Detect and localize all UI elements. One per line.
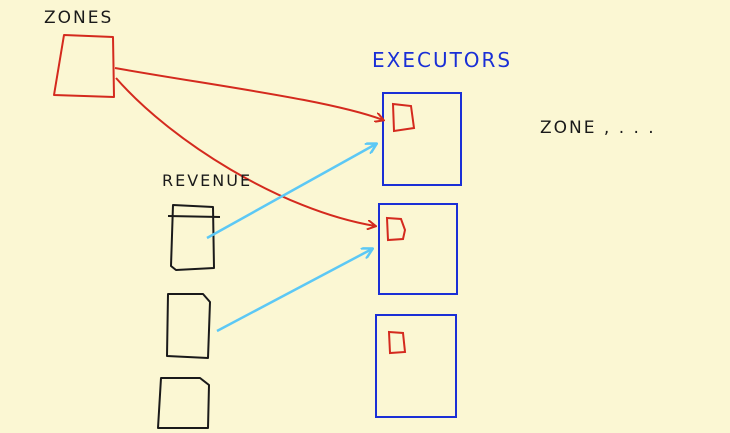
zones-box: [53, 34, 115, 98]
revenue-arrow-to-executor-2: [216, 249, 372, 333]
executor-box-3: [375, 314, 457, 418]
executor-zone-copy-3: [387, 330, 407, 355]
zones-label: ZONES: [44, 8, 114, 28]
executor-box-1: [382, 92, 462, 186]
executor-zone-copy-1: [391, 102, 416, 133]
executors-label: EXECUTORS: [372, 48, 513, 72]
executor-zone-copy-2: [385, 216, 407, 242]
revenue-arrow-to-executor-1: [206, 144, 376, 240]
revenue-label: REVENUE: [162, 171, 253, 190]
executor-box-2: [378, 203, 458, 295]
revenue-partition-3: [157, 377, 210, 429]
revenue-partition-1-header-line: [167, 215, 221, 218]
zones-arrow-to-executor-2: [115, 77, 375, 226]
zones-arrow-to-executor-1: [114, 67, 383, 120]
revenue-partition-1: [170, 204, 215, 271]
revenue-partition-2: [166, 293, 211, 359]
zone-ellipsis-label: ZONE , . . .: [540, 118, 656, 138]
